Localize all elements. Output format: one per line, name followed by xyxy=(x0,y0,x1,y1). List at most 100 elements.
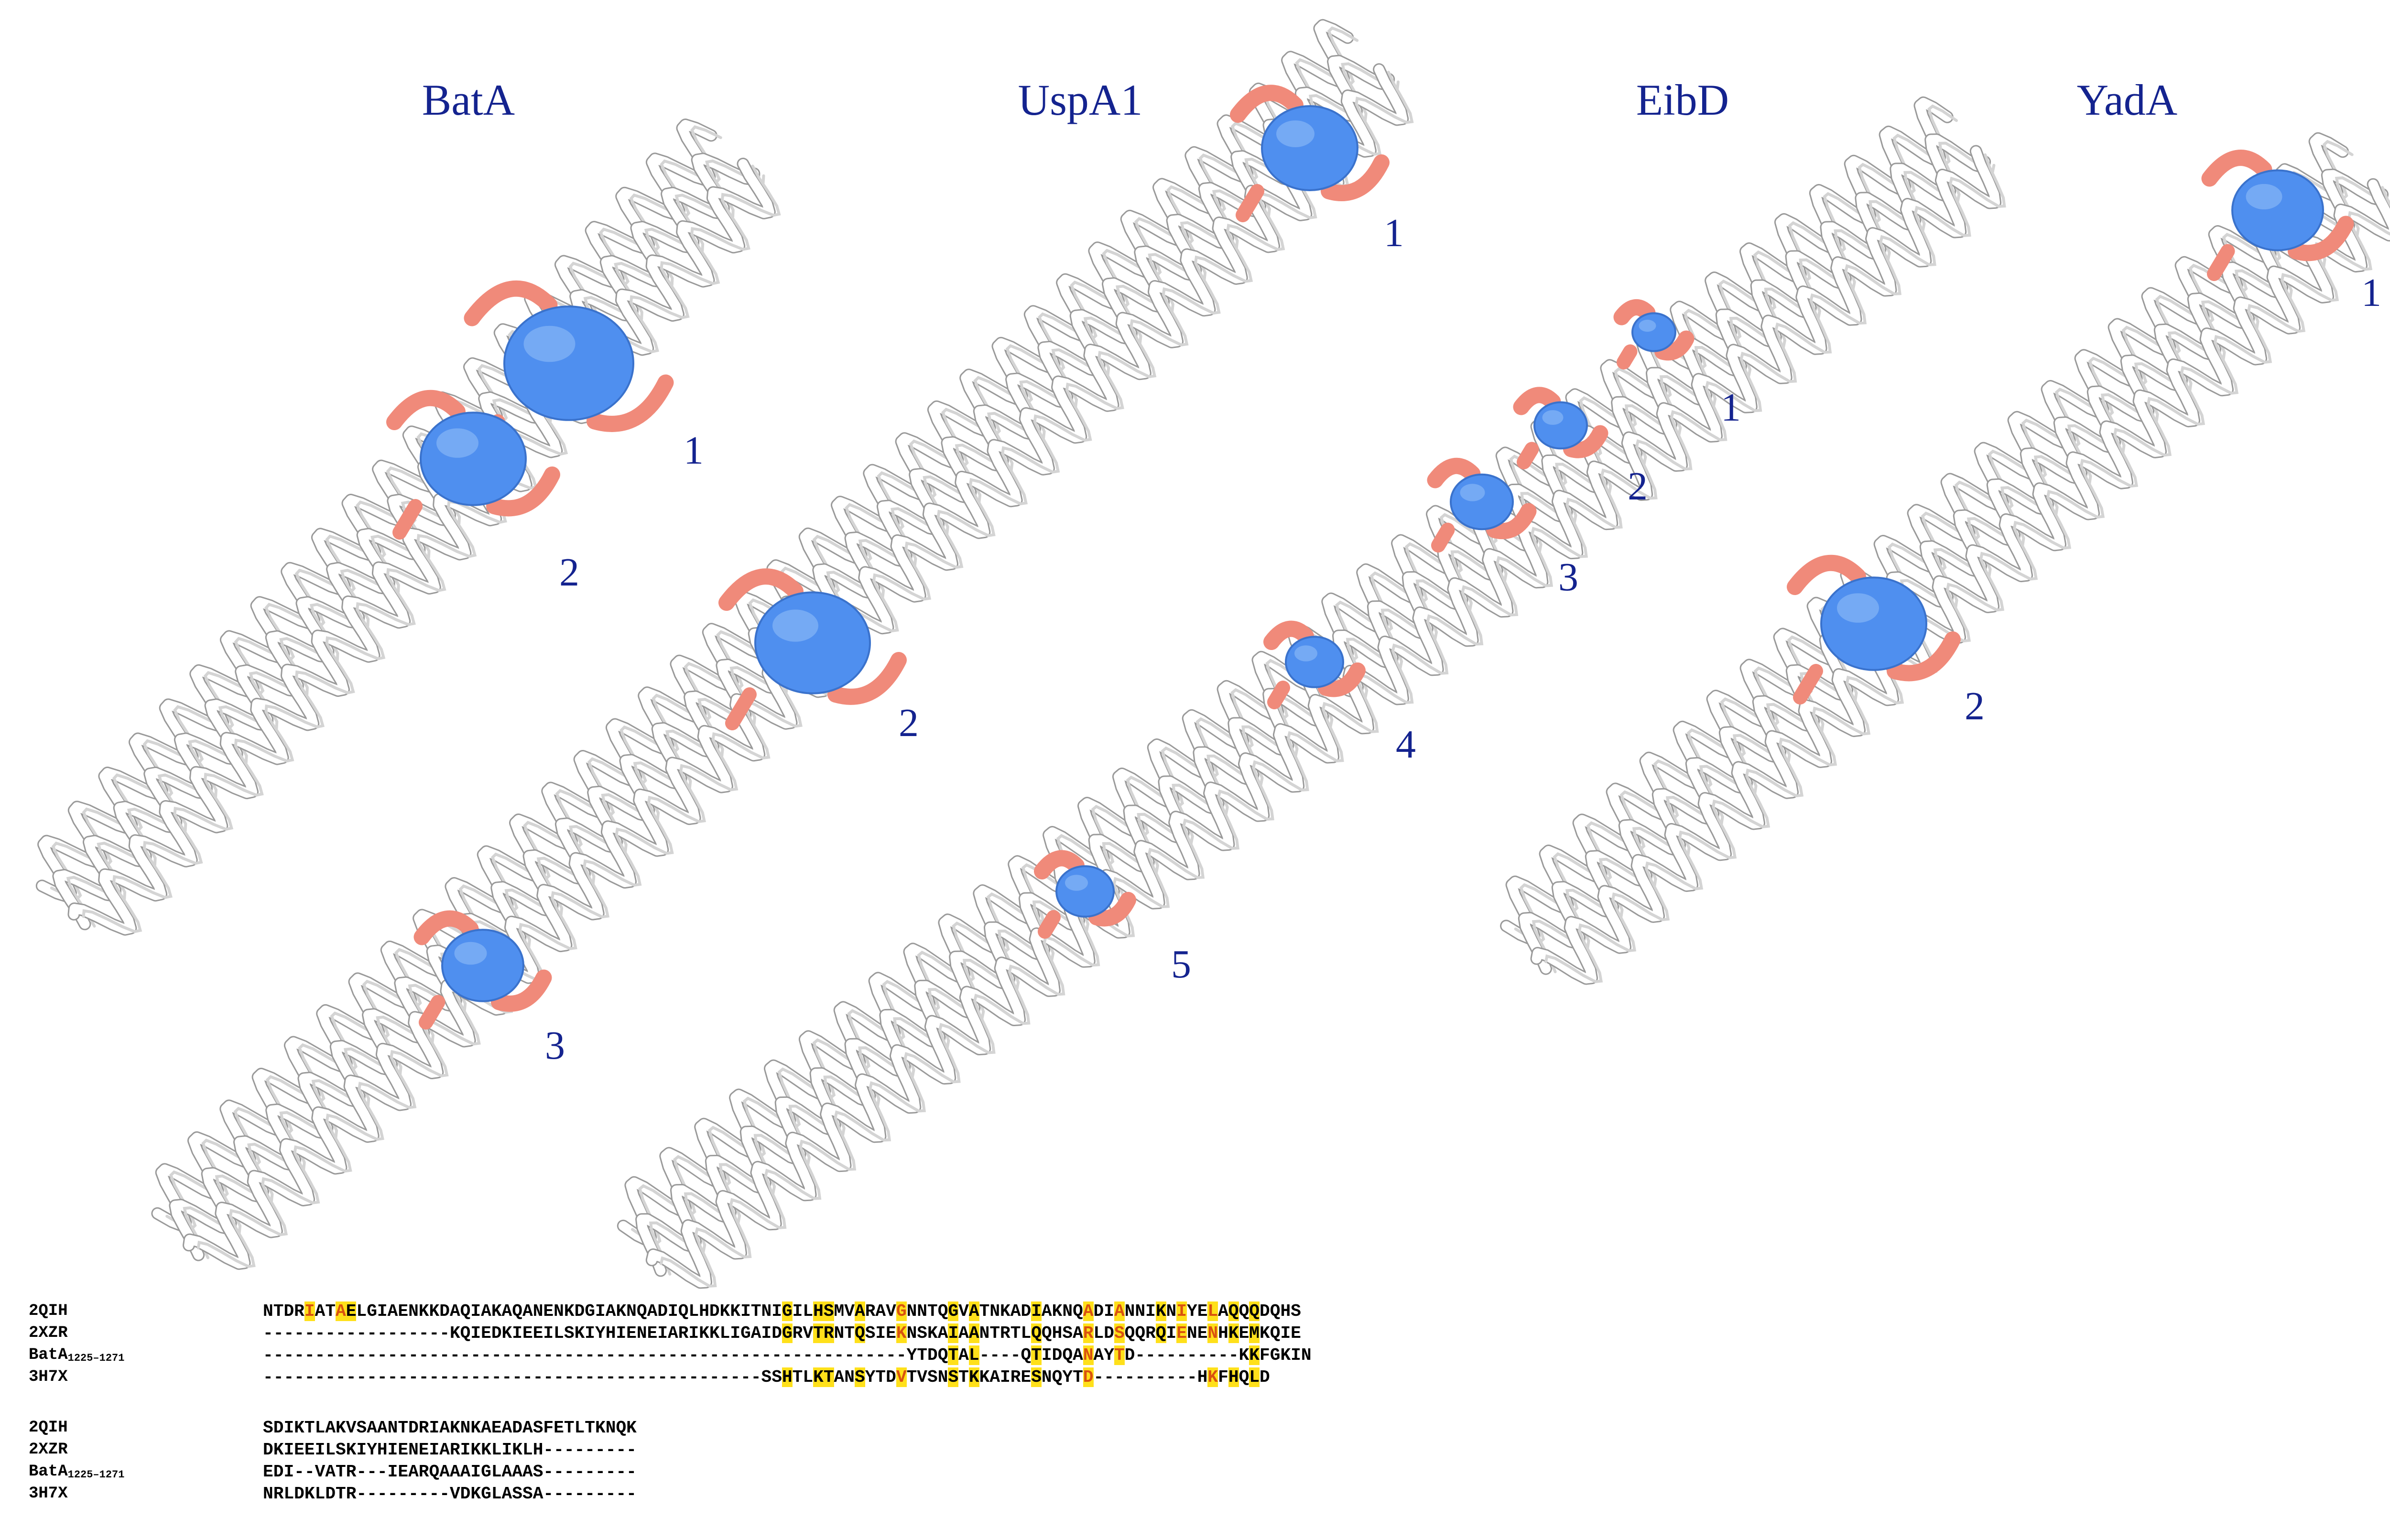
bata-site-2: 2 xyxy=(386,390,579,595)
contact-residue xyxy=(1613,299,1656,325)
contact-residue xyxy=(392,499,423,540)
contact-residue xyxy=(413,910,479,945)
cavity-highlight xyxy=(454,942,487,965)
contact-residue xyxy=(2201,150,2272,187)
contact-residue xyxy=(725,687,757,730)
contact-residue xyxy=(827,652,907,705)
cavity-blob xyxy=(1631,312,1676,352)
contact-residue xyxy=(718,568,804,611)
cavity-blob xyxy=(1820,576,1927,671)
sequence-name: BatA1225–1271 xyxy=(29,1346,125,1364)
panel-title-uspa1: UspA1 xyxy=(1018,76,1143,124)
sequence-string: NRLDKLDTR---------VDKGLASSA--------- xyxy=(263,1484,637,1504)
contact-residue xyxy=(1263,620,1314,650)
contact-residue xyxy=(464,280,558,326)
sequence-string: NTDRIATAELGIAENKKDAQIAKAQANENKDGIAKNQADI… xyxy=(263,1301,1301,1321)
contact-residue xyxy=(1793,664,1823,705)
eibd-site-2: 2 xyxy=(1513,387,1648,509)
site-label: 2 xyxy=(1628,464,1648,509)
sequence-name: 3H7X xyxy=(29,1368,68,1386)
sequence-string: SDIKTLAKVSAANTDRIAKNKAEADASFETLTKNQK xyxy=(263,1418,637,1438)
sequence-string: DKIEEILSKIYHIENEIARIKKLIKLH--------- xyxy=(263,1440,637,1460)
site-label: 3 xyxy=(1558,555,1578,599)
bata-bundle-helix-1 xyxy=(35,119,722,903)
yada-site-2: 2 xyxy=(1787,554,1985,728)
site-label: 1 xyxy=(1721,385,1741,430)
sequence-name: 2QIH xyxy=(29,1419,68,1437)
cavity-blob xyxy=(1055,865,1115,918)
contact-residue xyxy=(491,969,552,1012)
cavity-blob xyxy=(2231,169,2324,251)
sequence-alignment: 2QIH NTDRIATAELGIAENKKDAQIAKAQANENKDGIAKN… xyxy=(29,1300,1558,1533)
uspa1-site-1: 1 xyxy=(1230,85,1404,255)
contact-residue xyxy=(1513,387,1561,415)
contact-residue xyxy=(1563,425,1608,458)
sequence-range: 1225–1271 xyxy=(67,1469,125,1481)
contact-residue xyxy=(1267,681,1290,709)
sequence-string: ----------------------------------------… xyxy=(263,1367,1270,1387)
sequence-name: 2QIH xyxy=(29,1302,68,1320)
contact-residue xyxy=(1787,554,1866,595)
contact-residue xyxy=(1034,850,1085,879)
alignment-row: BatA1225–1271 ---------------------------… xyxy=(29,1344,1558,1366)
cavity-highlight xyxy=(1065,875,1088,891)
site-label: 3 xyxy=(545,1023,565,1068)
cavity-highlight xyxy=(1639,319,1656,332)
sequence-string: EDI--VATR---IEARQAAAIGLAAAS--------- xyxy=(263,1462,637,1482)
contact-residue xyxy=(1318,662,1366,697)
contact-residue xyxy=(486,466,560,517)
cavity-blob xyxy=(1533,401,1588,450)
eibd-site-4: 4 xyxy=(1263,620,1416,767)
site-label: 2 xyxy=(559,550,579,595)
site-label: 4 xyxy=(1396,722,1416,767)
site-label: 2 xyxy=(1965,684,1985,728)
contact-residue xyxy=(1230,85,1304,123)
site-label: 5 xyxy=(1171,942,1191,987)
site-label: 1 xyxy=(2361,271,2381,315)
sequence-string: ----------------------------------------… xyxy=(263,1345,1312,1365)
cavity-blob xyxy=(441,929,524,1002)
cavity-blob xyxy=(754,591,871,694)
yada-bundle-helix-2 xyxy=(1518,168,2390,975)
cavity-highlight xyxy=(1460,484,1485,501)
contact-residue xyxy=(386,390,466,430)
cavity-blob xyxy=(503,305,634,421)
contact-residue xyxy=(1486,503,1537,540)
cavity-highlight xyxy=(436,428,478,458)
site-label: 1 xyxy=(684,428,704,473)
cavity-highlight xyxy=(1837,593,1879,623)
eibd-bundle-helix-3 xyxy=(645,145,2006,1289)
contact-residue xyxy=(2288,216,2354,261)
uspa1-site-2: 2 xyxy=(718,568,919,745)
eibd-site-3: 3 xyxy=(1427,457,1578,599)
eibd-site-1: 1 xyxy=(1613,299,1741,430)
cavity-highlight xyxy=(523,325,576,362)
contact-residue xyxy=(1321,154,1390,201)
site-label: 2 xyxy=(899,701,919,745)
cavity-blob xyxy=(1261,105,1358,191)
cavity-highlight xyxy=(1276,120,1314,147)
sequence-name: BatA1225–1271 xyxy=(29,1463,125,1481)
cavity-highlight xyxy=(2246,184,2282,210)
contact-residue xyxy=(1431,522,1455,553)
contact-residue xyxy=(1088,892,1136,927)
alignment-row: 2QIH SDIKTLAKVSAANTDRIAKNKAEADASFETLTKNQK xyxy=(29,1417,1558,1439)
contact-residue xyxy=(587,374,674,432)
sequence-string: ------------------KQIEDKIEEILSKIYHIENEIA… xyxy=(263,1323,1301,1343)
bata-site-3: 3 xyxy=(413,910,565,1068)
contact-residue xyxy=(1887,631,1961,682)
alignment-row: 3H7X ------------------------------------… xyxy=(29,1366,1558,1388)
eibd-site-5: 5 xyxy=(1034,850,1191,987)
cavity-blob xyxy=(1285,636,1344,688)
contact-residue xyxy=(419,995,445,1030)
alignment-row: BatA1225–1271 EDI--VATR---IEARQAAAIGLAAAS… xyxy=(29,1461,1558,1483)
yada-site-1: 1 xyxy=(2201,150,2381,315)
contact-residue xyxy=(1427,457,1481,488)
alignment-row: 2QIH NTDRIATAELGIAENKKDAQIAKAQANENKDGIAKN… xyxy=(29,1300,1558,1322)
contact-residue xyxy=(1654,330,1695,361)
panel-title-yada: YadA xyxy=(2077,76,2178,124)
